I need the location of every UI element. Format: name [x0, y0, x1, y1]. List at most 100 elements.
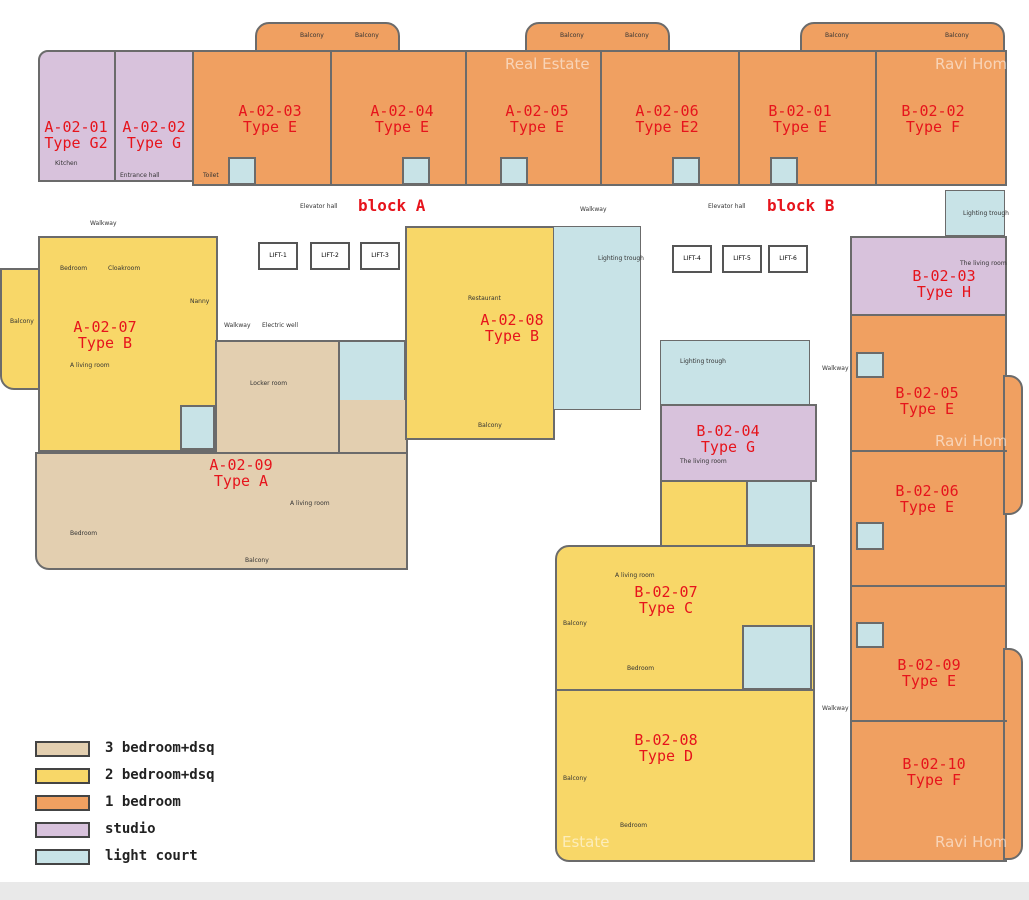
room-label: Balcony [560, 32, 584, 39]
block-b-label: block B [767, 196, 835, 215]
balcony [1003, 375, 1023, 515]
room-label: Walkway [90, 220, 117, 227]
legend-label: 2 bedroom+dsq [105, 767, 215, 783]
unit-A-02-09-upper[interactable] [215, 340, 345, 458]
watermark: Ravi Hom [935, 55, 1008, 73]
unit-B-02-03[interactable] [850, 236, 1007, 316]
legend-label: light court [105, 848, 198, 864]
room-label: Kitchen [55, 160, 78, 167]
unit-A-02-09-upper-right[interactable] [338, 400, 408, 460]
room-label: A living room [615, 572, 655, 579]
unit-B-02-02[interactable] [875, 50, 1007, 186]
unit-A-02-05[interactable] [465, 50, 602, 186]
room-label: Balcony [625, 32, 649, 39]
room-label: Bedroom [627, 665, 655, 672]
courtyard [856, 622, 884, 648]
room-label: Restaurant [468, 295, 501, 302]
room-label: Lighting trough [963, 210, 1009, 217]
unit-B-02-08[interactable] [555, 689, 815, 862]
legend-swatch-2-bedroom [35, 768, 90, 784]
watermark: Ravi Hom [935, 833, 1008, 851]
room-label: Balcony [945, 32, 969, 39]
legend-label: 3 bedroom+dsq [105, 740, 215, 756]
unit-B-02-01[interactable] [738, 50, 877, 186]
legend-swatch-light-court [35, 849, 90, 865]
room-label: Lighting trough [680, 358, 726, 365]
room-label: Balcony [825, 32, 849, 39]
room-label: Walkway [822, 705, 849, 712]
unit-A-02-04[interactable] [330, 50, 467, 186]
legend-swatch-1-bedroom [35, 795, 90, 811]
courtyard [856, 522, 884, 550]
courtyard [500, 157, 528, 185]
balcony [1003, 648, 1023, 860]
legend-label: studio [105, 821, 156, 837]
room-label: Cloakroom [108, 265, 141, 272]
unit-A-02-03[interactable] [192, 50, 332, 186]
courtyard [228, 157, 256, 185]
courtyard [180, 405, 215, 450]
unit-A-02-08[interactable] [405, 226, 555, 440]
courtyard [742, 625, 812, 690]
room-label: Balcony [245, 557, 269, 564]
lighting-trough [660, 340, 810, 406]
legend-label: 1 bedroom [105, 794, 181, 810]
courtyard [402, 157, 430, 185]
room-label: Bedroom [620, 822, 648, 829]
room-label: Elevator hall [300, 203, 338, 210]
lighting-trough [945, 190, 1005, 236]
lighting-trough [553, 226, 641, 410]
unit-B-02-07-bedroom[interactable] [660, 480, 748, 548]
unit-A-02-02[interactable] [114, 50, 194, 182]
divider [850, 720, 1007, 722]
unit-B-02-05-to-10[interactable] [850, 314, 1007, 862]
room-label: Entrance hall [120, 172, 160, 179]
divider [850, 450, 1007, 452]
room-label: Balcony [355, 32, 379, 39]
courtyard [672, 157, 700, 185]
unit-A-02-06[interactable] [600, 50, 740, 186]
lift-2: LIFT-2 [310, 242, 350, 270]
room-label: Balcony [563, 775, 587, 782]
lift-1: LIFT-1 [258, 242, 298, 270]
room-label: Nanny [190, 298, 210, 305]
divider [850, 585, 1007, 587]
room-label: A living room [290, 500, 330, 507]
courtyard [338, 340, 406, 402]
room-label: Bedroom [60, 265, 88, 272]
legend-swatch-3-bedroom [35, 741, 90, 757]
room-label: Balcony [300, 32, 324, 39]
watermark: Estate [562, 833, 610, 851]
watermark: Real Estate [505, 55, 590, 73]
lift-5: LIFT-5 [722, 245, 762, 273]
block-a-label: block A [358, 196, 426, 215]
room-label: Walkway [580, 206, 607, 213]
room-label: The living room [960, 260, 1007, 267]
room-label: Toilet [203, 172, 219, 179]
lift-4: LIFT-4 [672, 245, 712, 273]
watermark: Ravi Hom [935, 432, 1008, 450]
room-label: Elevator hall [708, 203, 746, 210]
unit-A-02-09[interactable] [35, 452, 408, 570]
room-label: Walkway [822, 365, 849, 372]
balcony [0, 268, 42, 390]
room-label: Walkway [224, 322, 251, 329]
room-label: Balcony [563, 620, 587, 627]
courtyard [746, 480, 812, 546]
